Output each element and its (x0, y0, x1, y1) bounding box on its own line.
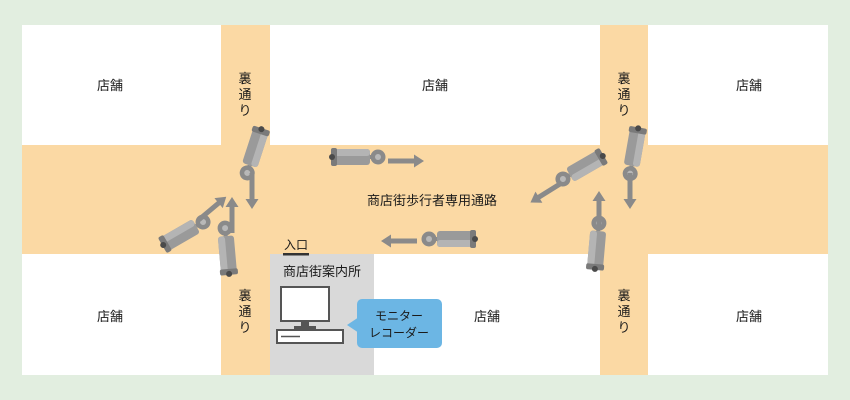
entrance-marker (283, 253, 309, 256)
recorder-callout: モニター レコーダー (347, 299, 442, 348)
back-street-label-top-left: 裏 通 り (238, 72, 251, 119)
back-street-label-bottom-right: 裏 通 り (617, 289, 630, 336)
main-street-label: 商店街歩行者専用通路 (367, 193, 497, 209)
camera-icon-main-bottom (421, 230, 478, 248)
camera-icon-main-top (329, 148, 386, 166)
recorder-label-line1: モニター (375, 309, 423, 323)
back-street-right (600, 25, 648, 375)
recorder-label-line2: レコーダー (369, 325, 429, 340)
svg-text:裏: 裏 (238, 289, 251, 304)
back-street-label-bottom-left: 裏 通 り (238, 289, 251, 336)
svg-text:り: り (238, 321, 251, 336)
shop-top-center: 店舗 (422, 79, 448, 94)
svg-text:通: 通 (617, 305, 630, 320)
svg-text:通: 通 (238, 88, 251, 103)
svg-text:り: り (617, 104, 630, 119)
svg-text:り: り (617, 321, 630, 336)
shop-top-right: 店舗 (736, 79, 762, 94)
monitor-icon (280, 286, 330, 329)
info-office-label: 商店街案内所 (283, 264, 361, 280)
svg-text:裏: 裏 (617, 289, 630, 304)
back-street-label-top-right: 裏 通 り (617, 72, 630, 119)
shop-bottom-center: 店舗 (474, 310, 500, 325)
recorder-icon (276, 329, 344, 344)
shop-bottom-left: 店舗 (97, 310, 123, 325)
back-street-left (221, 25, 270, 375)
entrance-label: 入口 (284, 238, 308, 252)
shop-bottom-right: 店舗 (736, 310, 762, 325)
svg-text:り: り (238, 104, 251, 119)
svg-text:通: 通 (617, 88, 630, 103)
svg-text:通: 通 (238, 305, 251, 320)
shop-top-left: 店舗 (97, 79, 123, 94)
svg-text:裏: 裏 (617, 72, 630, 87)
svg-text:裏: 裏 (238, 72, 251, 87)
